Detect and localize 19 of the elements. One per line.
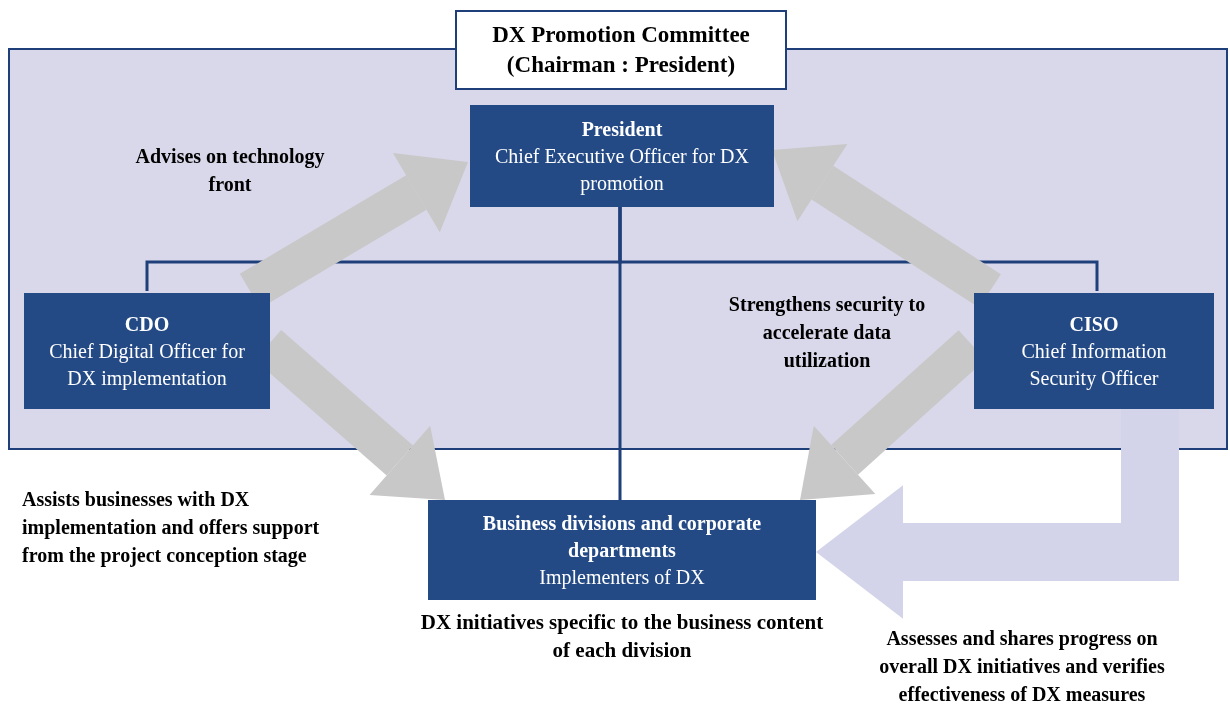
role-box	[974, 293, 1214, 409]
node-caption: DX initiatives specific to the business content of each division	[419, 609, 825, 664]
role-box	[470, 105, 774, 207]
role-description: Chief Digital Officer for DX implementation	[48, 338, 246, 392]
edge-label: Strengthens security to accelerate data utilization	[727, 292, 927, 373]
block-arrow	[816, 407, 1179, 619]
role-title: President	[581, 116, 663, 142]
role-description: Chief Executive Officer for DX promotion	[494, 143, 750, 197]
role-title: Business divisions and corporate departments	[481, 510, 763, 564]
role-description: Implementers of DX	[539, 564, 705, 591]
role-box	[24, 293, 270, 409]
role-title: CDO	[124, 311, 170, 337]
role-description: Chief Information Security Officer	[1020, 338, 1168, 392]
role-title: CISO	[1069, 311, 1119, 337]
edge-label: Advises on technology front	[134, 144, 326, 197]
edge-label: Assesses and shares progress on overall DX initiatives and verifies effectiveness of DX measures	[878, 626, 1166, 707]
edge-label: Assists businesses with DX implementation and offers support from the project conception stage	[22, 487, 321, 569]
committee-heading: DX Promotion Committee (Chairman : President)	[455, 10, 787, 90]
connector-line	[618, 205, 622, 500]
